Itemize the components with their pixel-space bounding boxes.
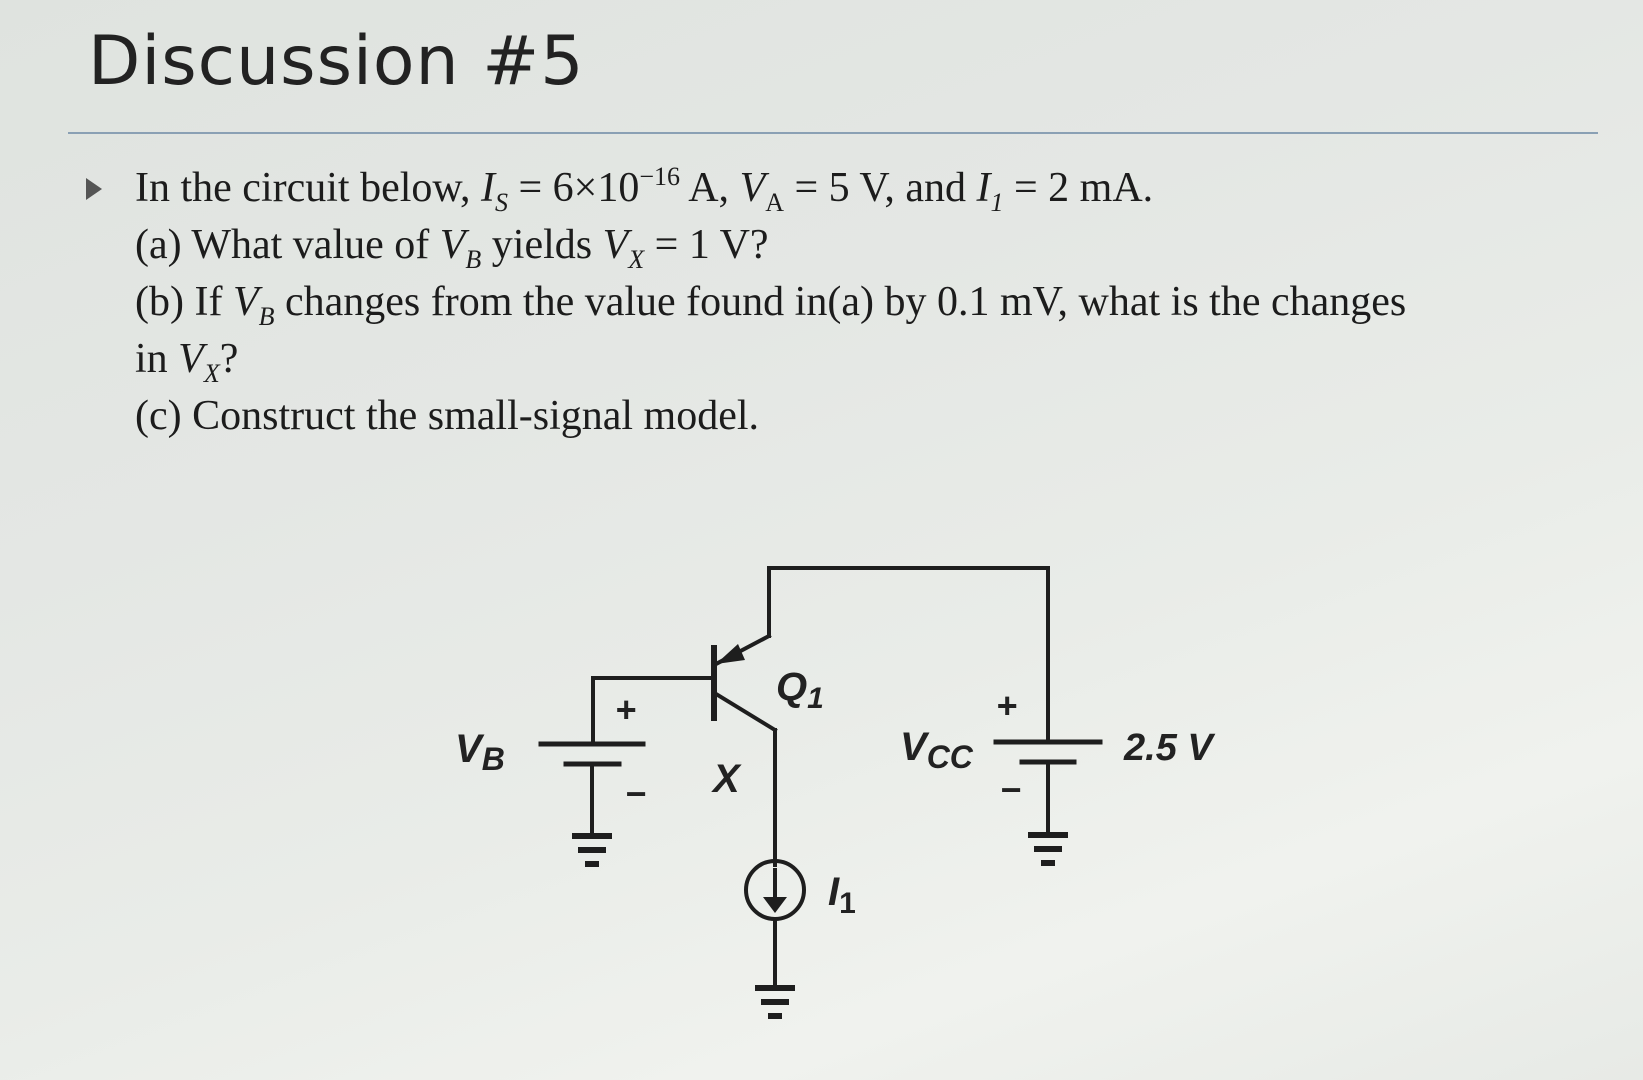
problem-part-a: (a) What value of VB yields VX = 1 V? — [135, 217, 1575, 274]
problem-part-b-continued: in VX? — [135, 331, 1575, 388]
text-segment: ? — [219, 336, 239, 382]
wire-emitter-to-vcc — [767, 566, 1050, 744]
subscript: B — [258, 302, 275, 331]
symbol-va: V — [739, 165, 766, 211]
vcc-value-label: 2.5 V — [1123, 727, 1215, 769]
symbol-vb: V — [439, 222, 466, 268]
subscript: B — [465, 245, 482, 274]
q1-label: Q1 — [776, 665, 824, 715]
vcc-label: VCC — [900, 725, 974, 775]
bullet-arrow-icon — [86, 178, 102, 200]
collector-lead — [713, 691, 778, 733]
problem-line-given: In the circuit below, IS = 6×10−16 A, VA… — [135, 160, 1575, 217]
text-segment: (a) What value of — [135, 222, 440, 268]
slide-title: Discussion #5 — [88, 22, 585, 101]
vcc-minus-label: − — [1000, 769, 1021, 810]
symbol-vb: V — [232, 279, 259, 325]
symbol-i1: I — [976, 165, 991, 211]
emitter-arrow-icon — [716, 644, 745, 664]
text-segment: (b) If — [135, 279, 233, 325]
text-segment: changes from the value found in(a) by 0.… — [274, 279, 1407, 325]
ground-icon-source — [755, 985, 795, 1019]
vb-minus-label: − — [625, 773, 646, 814]
problem-part-b: (b) If VB changes from the value found i… — [135, 274, 1575, 331]
subscript: X — [628, 245, 645, 274]
symbol-vx: V — [178, 336, 204, 382]
vb-label: VB — [455, 727, 505, 777]
vb-plus-label: + — [615, 689, 636, 730]
title-divider — [68, 132, 1598, 134]
subscript: 1 — [990, 188, 1004, 217]
vcc-plus-label: + — [996, 685, 1017, 726]
ground-icon-vb — [572, 833, 612, 867]
text-segment: in — [135, 336, 179, 382]
text-segment: In the circuit below, — [135, 165, 481, 211]
wire-base-to-vb — [591, 676, 716, 743]
subscript: X — [203, 359, 220, 388]
subscript: A — [765, 188, 784, 217]
ground-icon-vcc — [1028, 832, 1068, 866]
i1-label: I1 — [828, 870, 856, 920]
text-segment: = 1 V? — [644, 222, 769, 268]
arrow-down-icon — [763, 897, 787, 913]
text-segment: = 2 mA. — [1003, 165, 1154, 211]
x-node-label: X — [711, 757, 742, 801]
problem-part-c: (c) Construct the small-signal model. — [135, 393, 760, 439]
exponent: −16 — [639, 162, 681, 191]
problem-statement: In the circuit below, IS = 6×10−16 A, VA… — [135, 160, 1575, 445]
subscript: S — [495, 188, 508, 217]
text-segment: = 6×10 — [508, 165, 640, 211]
text-segment: = 5 V, and — [784, 165, 977, 211]
symbol-vx: V — [602, 222, 629, 268]
text-segment: A, — [680, 165, 740, 211]
symbol-is: I — [481, 165, 495, 211]
text-segment: yields — [481, 222, 603, 268]
